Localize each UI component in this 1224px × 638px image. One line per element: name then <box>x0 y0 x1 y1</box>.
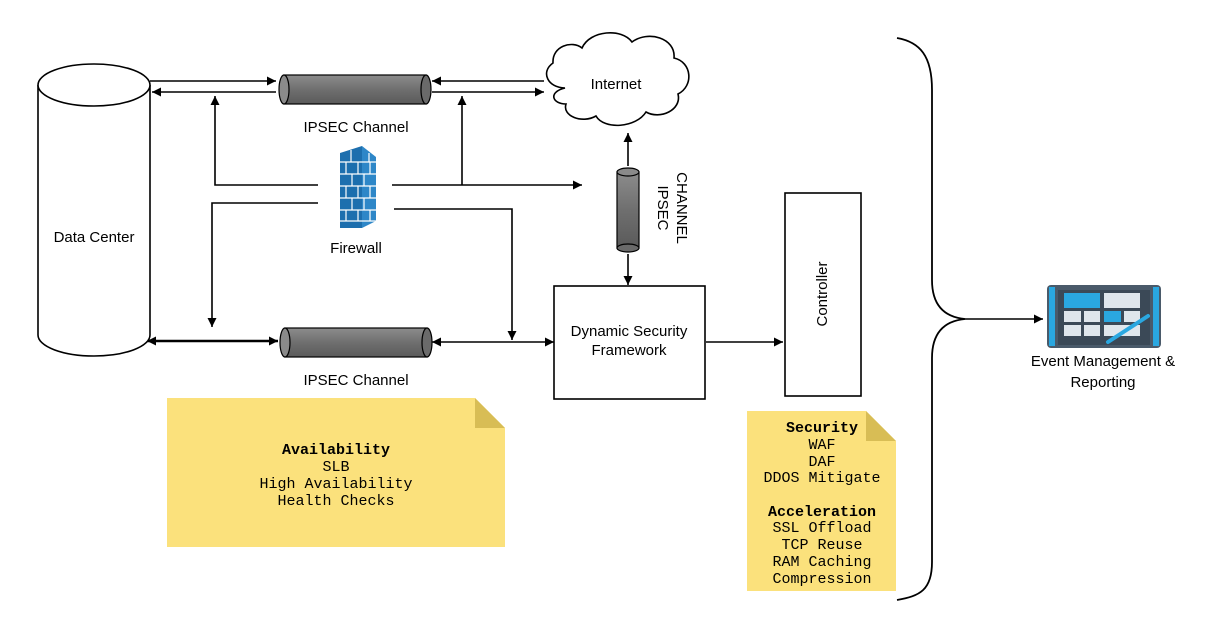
pipe-top-cap-left <box>278 74 290 105</box>
availability-note-fold <box>475 398 505 428</box>
ipsec-top-label: IPSEC Channel <box>303 119 408 136</box>
pipe-vertical-body <box>616 171 640 249</box>
cloud-icon <box>545 32 690 127</box>
grouping-brace <box>896 37 966 601</box>
security-acceleration-note: Security WAF DAF DDOS Mitigate Accelerat… <box>747 411 896 591</box>
pipe-bottom-body <box>284 327 428 358</box>
ipsec-vertical-label-line2: CHANNEL <box>673 172 690 244</box>
internet-node: Internet <box>545 32 690 127</box>
ipsec-vertical-label-line1: IPSEC <box>654 185 671 230</box>
availability-note: Availability SLB High Availability Healt… <box>167 398 505 547</box>
acceleration-item: Compression <box>772 571 871 588</box>
pipe-vertical-cap-top <box>616 167 640 177</box>
data-center-label: Data Center <box>54 229 135 246</box>
data-center-node: Data Center <box>37 63 151 357</box>
dynamic-security-framework-node: Dynamic Security Framework <box>553 285 706 400</box>
connectors <box>147 76 1043 347</box>
pipe-top-cap-right <box>420 74 432 105</box>
pipe-top-body <box>283 74 427 105</box>
availability-heading: Availability <box>282 442 390 459</box>
ipsec-channel-top: IPSEC Channel <box>278 74 432 136</box>
controller-node: Controller <box>784 192 862 397</box>
dsf-label-line2: Framework <box>591 342 667 359</box>
acceleration-heading: Acceleration <box>768 504 876 521</box>
internet-label: Internet <box>591 76 643 93</box>
pipe-bottom-cap-left <box>279 327 291 358</box>
event-label-line2: Reporting <box>1070 374 1135 391</box>
data-center-cylinder-top <box>37 63 151 107</box>
dsf-box <box>553 285 706 400</box>
availability-item: SLB <box>322 459 349 476</box>
ipsec-bottom-label: IPSEC Channel <box>303 372 408 389</box>
security-item: DAF <box>808 454 835 471</box>
link-firewall-up-left <box>210 96 318 186</box>
pipe-vertical-cap-bottom <box>616 243 640 253</box>
security-heading: Security <box>786 420 858 437</box>
controller-label: Controller <box>814 261 831 326</box>
event-management-node: Event Management & Reporting <box>1031 285 1175 391</box>
pipe-bottom-cap-right <box>421 327 433 358</box>
firewall-node: Firewall <box>330 146 382 257</box>
brick-firewall-icon <box>340 146 376 228</box>
dsf-label-line1: Dynamic Security <box>571 323 688 340</box>
security-item: DDOS Mitigate <box>763 470 880 487</box>
acceleration-item: TCP Reuse <box>781 537 862 554</box>
security-note-fold <box>866 411 896 441</box>
security-note-paper <box>747 411 896 591</box>
acceleration-item: SSL Offload <box>772 520 871 537</box>
ipsec-channel-bottom: IPSEC Channel <box>279 327 433 389</box>
link-firewall-down-left <box>207 202 318 327</box>
availability-item: High Availability <box>259 476 412 493</box>
ipsec-channel-vertical: IPSEC CHANNEL <box>616 167 690 253</box>
tablet-dashboard-icon <box>1047 285 1161 348</box>
link-firewall-down-right <box>394 208 517 340</box>
availability-item: Health Checks <box>277 493 394 510</box>
firewall-label: Firewall <box>330 240 382 257</box>
data-center-cylinder <box>37 85 151 357</box>
acceleration-item: RAM Caching <box>772 554 871 571</box>
security-item: WAF <box>808 437 835 454</box>
controller-box <box>784 192 862 397</box>
event-label-line1: Event Management & <box>1031 353 1175 370</box>
availability-note-paper <box>167 398 505 547</box>
